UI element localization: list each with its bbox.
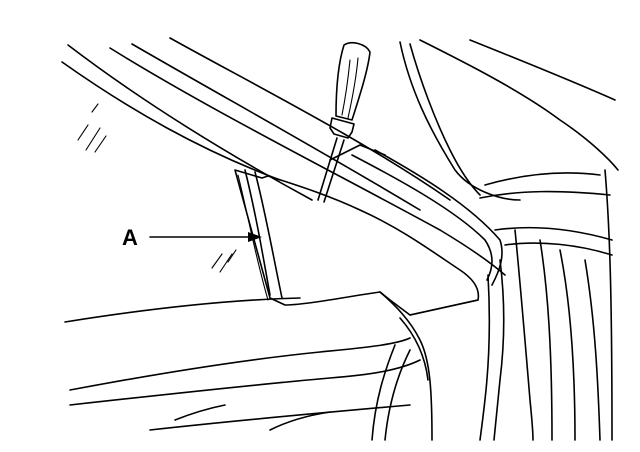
screwdriver-icon [317, 42, 371, 203]
callout-label: A [122, 225, 138, 250]
dashboard [64, 291, 479, 441]
windshield-frame [61, 37, 506, 286]
door-frame [399, 39, 619, 441]
callout-a: A [122, 225, 262, 250]
trim-panel [234, 169, 480, 316]
glass-hatching [77, 103, 237, 273]
